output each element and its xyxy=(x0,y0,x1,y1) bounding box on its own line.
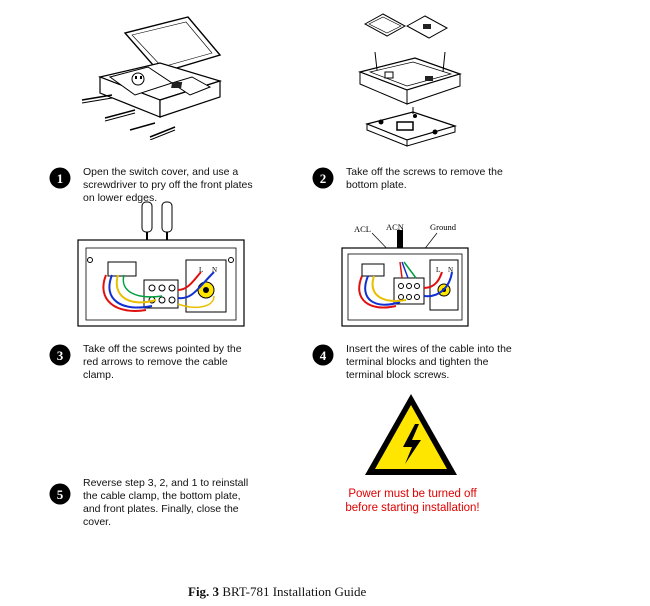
svg-text:N: N xyxy=(212,266,217,274)
step-1-text: Open the switch cover, and use a screwdr… xyxy=(83,166,253,204)
step4-wiring-drawing: L N ACL ACN Ground xyxy=(341,222,469,327)
figure-title: BRT-781 Installation Guide xyxy=(222,584,367,599)
step-2-badge: 2 xyxy=(312,167,334,189)
warning-line-2: before starting installation! xyxy=(345,502,480,514)
step-5-badge: 5 xyxy=(49,483,71,505)
step-4-badge: 4 xyxy=(312,344,334,366)
figure-caption: Fig. 3 BRT-781 Installation Guide xyxy=(188,584,488,600)
step-2-text: Take off the screws to remove the bottom… xyxy=(346,166,503,191)
ground-label: Ground xyxy=(430,222,457,232)
high-voltage-warning-icon xyxy=(365,394,457,475)
terminal-n-label: N xyxy=(448,266,453,274)
warning-line-1: Power must be turned off xyxy=(348,488,477,500)
acn-label: ACN xyxy=(386,222,404,232)
step-4-text: Insert the wires of the cable into the t… xyxy=(346,343,512,381)
svg-text:1: 1 xyxy=(57,171,64,186)
figure-label: Fig. 3 xyxy=(188,584,220,599)
step-3-text: Take off the screws pointed by the red a… xyxy=(83,343,242,381)
step4-illustration: L N ACL ACN Ground xyxy=(340,200,470,330)
terminal-l-label: L xyxy=(436,266,440,274)
step-3-badge: 3 xyxy=(49,344,71,366)
svg-text:5: 5 xyxy=(57,487,64,502)
svg-text:2: 2 xyxy=(320,171,327,186)
svg-text:4: 4 xyxy=(320,348,327,363)
step2-illustration xyxy=(358,13,462,147)
step-5-text: Reverse step 3, 2, and 1 to reinstall th… xyxy=(83,477,249,528)
step-1-badge: 1 xyxy=(49,167,71,189)
step3-illustration: L N xyxy=(77,201,245,327)
acl-label: ACL xyxy=(354,224,371,234)
step1-illustration xyxy=(81,16,223,140)
warning-text: Power must be turned off before starting… xyxy=(330,487,495,515)
svg-text:3: 3 xyxy=(57,348,64,363)
svg-text:L: L xyxy=(199,266,203,274)
